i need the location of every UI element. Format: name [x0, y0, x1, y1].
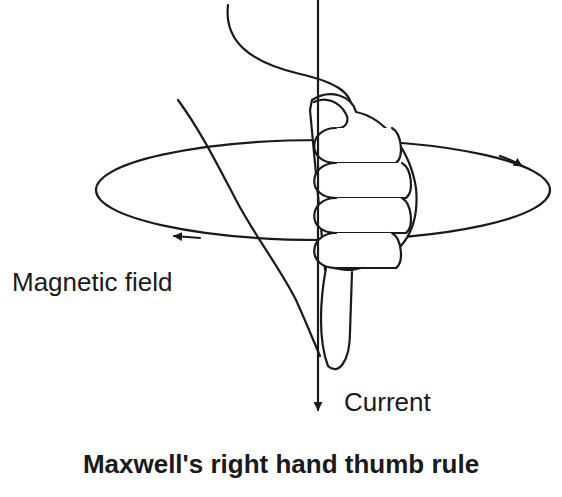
finger-group [314, 128, 411, 268]
palm-outline [178, 100, 320, 356]
thumb-outline [321, 268, 352, 369]
figure-title: Maxwell's right hand thumb rule [0, 450, 562, 479]
field-arrow [500, 156, 522, 166]
field-arrow [174, 236, 200, 238]
fist-outline [310, 94, 417, 270]
finger-curl [314, 233, 401, 268]
finger-curl [314, 198, 411, 233]
field-label: Magnetic field [12, 268, 172, 297]
current-wire [317, 0, 319, 410]
finger-curl [314, 128, 401, 163]
finger-curl [314, 163, 411, 198]
current-label: Current [344, 388, 431, 417]
